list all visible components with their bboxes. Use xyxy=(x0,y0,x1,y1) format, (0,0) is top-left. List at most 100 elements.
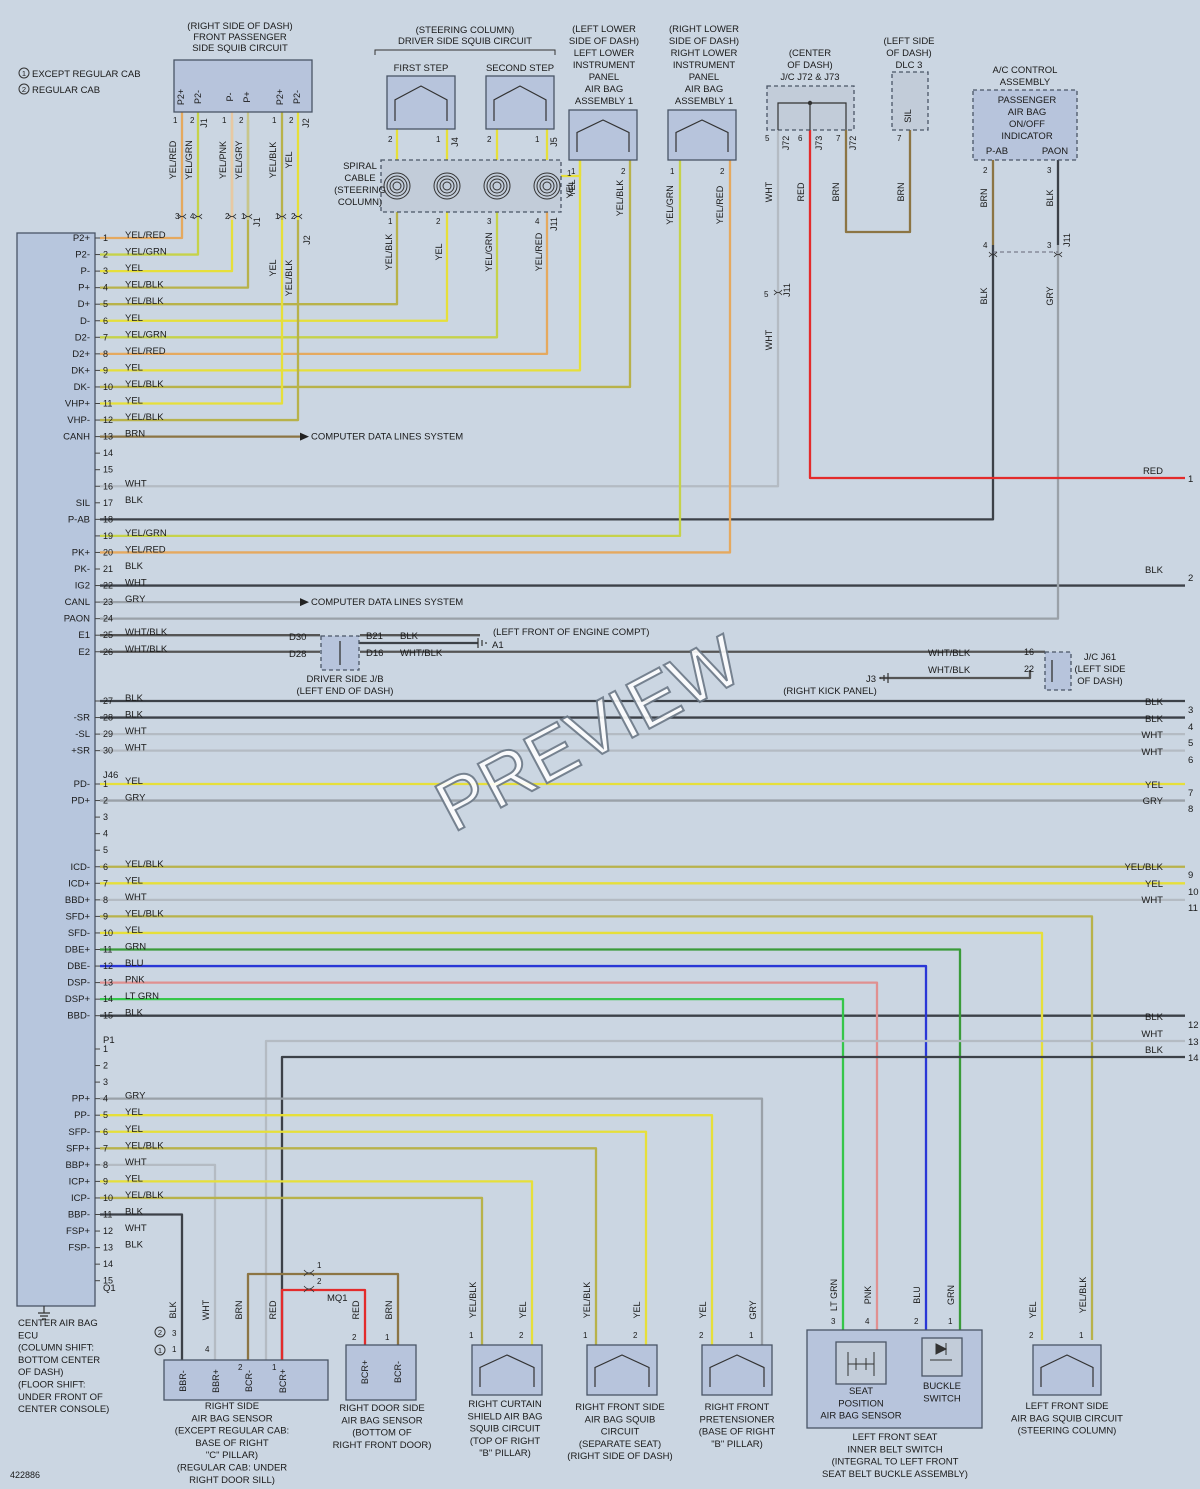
pin-number: 1 xyxy=(670,167,675,176)
connector-label: MQ1 xyxy=(327,1293,348,1304)
wire-color-label: WHT/BLK xyxy=(125,627,168,638)
right-curtain-shield-airbag xyxy=(471,1344,543,1396)
pin-number: 2 xyxy=(621,167,626,176)
wire-color-label: GRN xyxy=(125,942,146,953)
wire-color-label: BLK xyxy=(979,287,989,304)
wire-color-label: YEL/RED xyxy=(125,544,166,555)
ecu-wire xyxy=(100,1130,648,1345)
pin-number: 21 xyxy=(103,564,113,574)
pin-number: 7 xyxy=(103,878,108,888)
ecu-signal-name: DK- xyxy=(74,382,90,393)
ecu-signal-name: PK+ xyxy=(72,547,91,558)
pin-number: 2 xyxy=(983,166,988,175)
component-label: AIR BAG SENSOR xyxy=(341,1415,422,1426)
component-label: (BOTTOM OF xyxy=(352,1428,412,1439)
ecu-signal-name: D+ xyxy=(78,299,91,310)
component-label: RIGHT CURTAIN xyxy=(468,1399,542,1410)
pin-number: 2 xyxy=(914,1317,919,1326)
component-label: ASSEMBLY 1 xyxy=(675,96,733,107)
component-label: COLUMN) xyxy=(338,197,382,208)
ecu-wire xyxy=(100,245,1060,620)
jc-j61 xyxy=(1044,651,1072,691)
arrow-label: COMPUTER DATA LINES SYSTEM xyxy=(311,597,463,608)
pin-name: BCR+ xyxy=(278,1369,288,1393)
left-lower-airbag xyxy=(568,109,638,161)
ecu-signal-name: ICP+ xyxy=(69,1176,91,1187)
component-label: BOTTOM CENTER xyxy=(18,1355,100,1366)
ecu-signal-name: DSP- xyxy=(67,978,90,989)
component-label: DRIVER SIDE J/B xyxy=(306,674,383,685)
ecu-wire xyxy=(100,1114,714,1345)
pin-number: 2 xyxy=(190,116,195,125)
ecu-wire xyxy=(100,1196,484,1345)
pin-name: BBR+ xyxy=(211,1369,221,1393)
pin-number: 4 xyxy=(190,212,195,221)
connector-label: Q1 xyxy=(103,1283,116,1294)
connector-label: J1 xyxy=(252,217,262,227)
pin-number: 1 xyxy=(535,135,540,144)
arrow-icon xyxy=(300,598,309,607)
pin-number: 26 xyxy=(103,647,113,657)
wire-color-label: WHT xyxy=(125,892,147,903)
legend-mark: 1 xyxy=(22,69,26,78)
pin-number: 1 xyxy=(749,1331,754,1340)
jc-red-wire xyxy=(808,130,1185,480)
wire-color-label: YEL xyxy=(632,1301,642,1318)
component-label: SWITCH xyxy=(923,1393,961,1404)
connector-label: J72 xyxy=(848,136,858,151)
component-label: (BASE OF RIGHT xyxy=(699,1427,776,1438)
wire-color-label: YEL/BLK xyxy=(384,234,394,271)
ecu-signal-name: -SR xyxy=(74,713,91,724)
component-label: ASSEMBLY 1 xyxy=(575,96,633,107)
spiral-coil-icon xyxy=(489,178,505,194)
pin-number: 11 xyxy=(103,1210,112,1220)
wire-color-label: YEL/BLK xyxy=(125,296,164,307)
pin-name: P+ xyxy=(242,91,252,102)
connector-label: J72 xyxy=(781,136,791,151)
pin-number: 10 xyxy=(103,928,113,938)
pin-name: SIL xyxy=(903,109,913,123)
component-label: SPIRAL xyxy=(343,161,377,172)
component-label: AIR BAG SENSOR xyxy=(820,1411,901,1422)
component-label: SEAT BELT BUCKLE ASSEMBLY) xyxy=(822,1469,968,1480)
wire-color-label: YEL/BLK xyxy=(125,379,164,390)
connector-icon xyxy=(243,213,253,220)
right-edge-number: 11 xyxy=(1188,903,1198,914)
component-label: CENTER AIR BAG xyxy=(18,1318,98,1329)
wire-color-label: PNK xyxy=(863,1286,873,1305)
connector-icon xyxy=(277,213,287,220)
wire-color-label: YEL/GRN xyxy=(125,247,167,258)
ecu-signal-name: E1 xyxy=(78,630,90,641)
door-side-airbag-sensor xyxy=(345,1344,417,1401)
pin-number: 1 xyxy=(272,116,277,125)
pin-number: 2 xyxy=(699,1331,704,1340)
pin-number: 4 xyxy=(103,283,108,293)
wire-color-label: YEL xyxy=(125,925,143,936)
pin-name: BCR- xyxy=(393,1361,403,1383)
wire-color-label: BLK xyxy=(168,1301,178,1318)
wire-color-label: YEL xyxy=(125,263,143,274)
component-label: BUCKLE xyxy=(923,1381,961,1392)
pin-number: 2 xyxy=(289,116,294,125)
wire-color-label: BLK xyxy=(1045,189,1055,206)
dlc3 xyxy=(891,71,929,131)
pin-number: 9 xyxy=(103,911,108,921)
pin-number: 28 xyxy=(103,713,113,723)
wire-color-label: YEL/BLK xyxy=(468,1282,478,1319)
spiral-coil-icon xyxy=(386,175,408,197)
pin-number: 1 xyxy=(103,1044,108,1054)
squib-icon xyxy=(675,119,729,152)
pin-number: 5 xyxy=(103,1110,108,1120)
component-label: ASSEMBLY xyxy=(1000,77,1051,88)
pin-number: 3 xyxy=(103,1077,108,1087)
ecu-wire xyxy=(100,964,928,1330)
pin-name: D30 xyxy=(289,632,306,643)
figure-id: 422886 xyxy=(10,1470,40,1480)
squib-icon xyxy=(479,1354,535,1387)
pin-number: 2 xyxy=(352,1333,357,1342)
ground-icon xyxy=(879,673,889,683)
bracket xyxy=(374,49,556,55)
right-edge-wire-label: YEL/BLK xyxy=(1124,862,1163,873)
ecu-signal-name: D2+ xyxy=(72,349,90,360)
spiral-coil-icon xyxy=(383,172,411,200)
